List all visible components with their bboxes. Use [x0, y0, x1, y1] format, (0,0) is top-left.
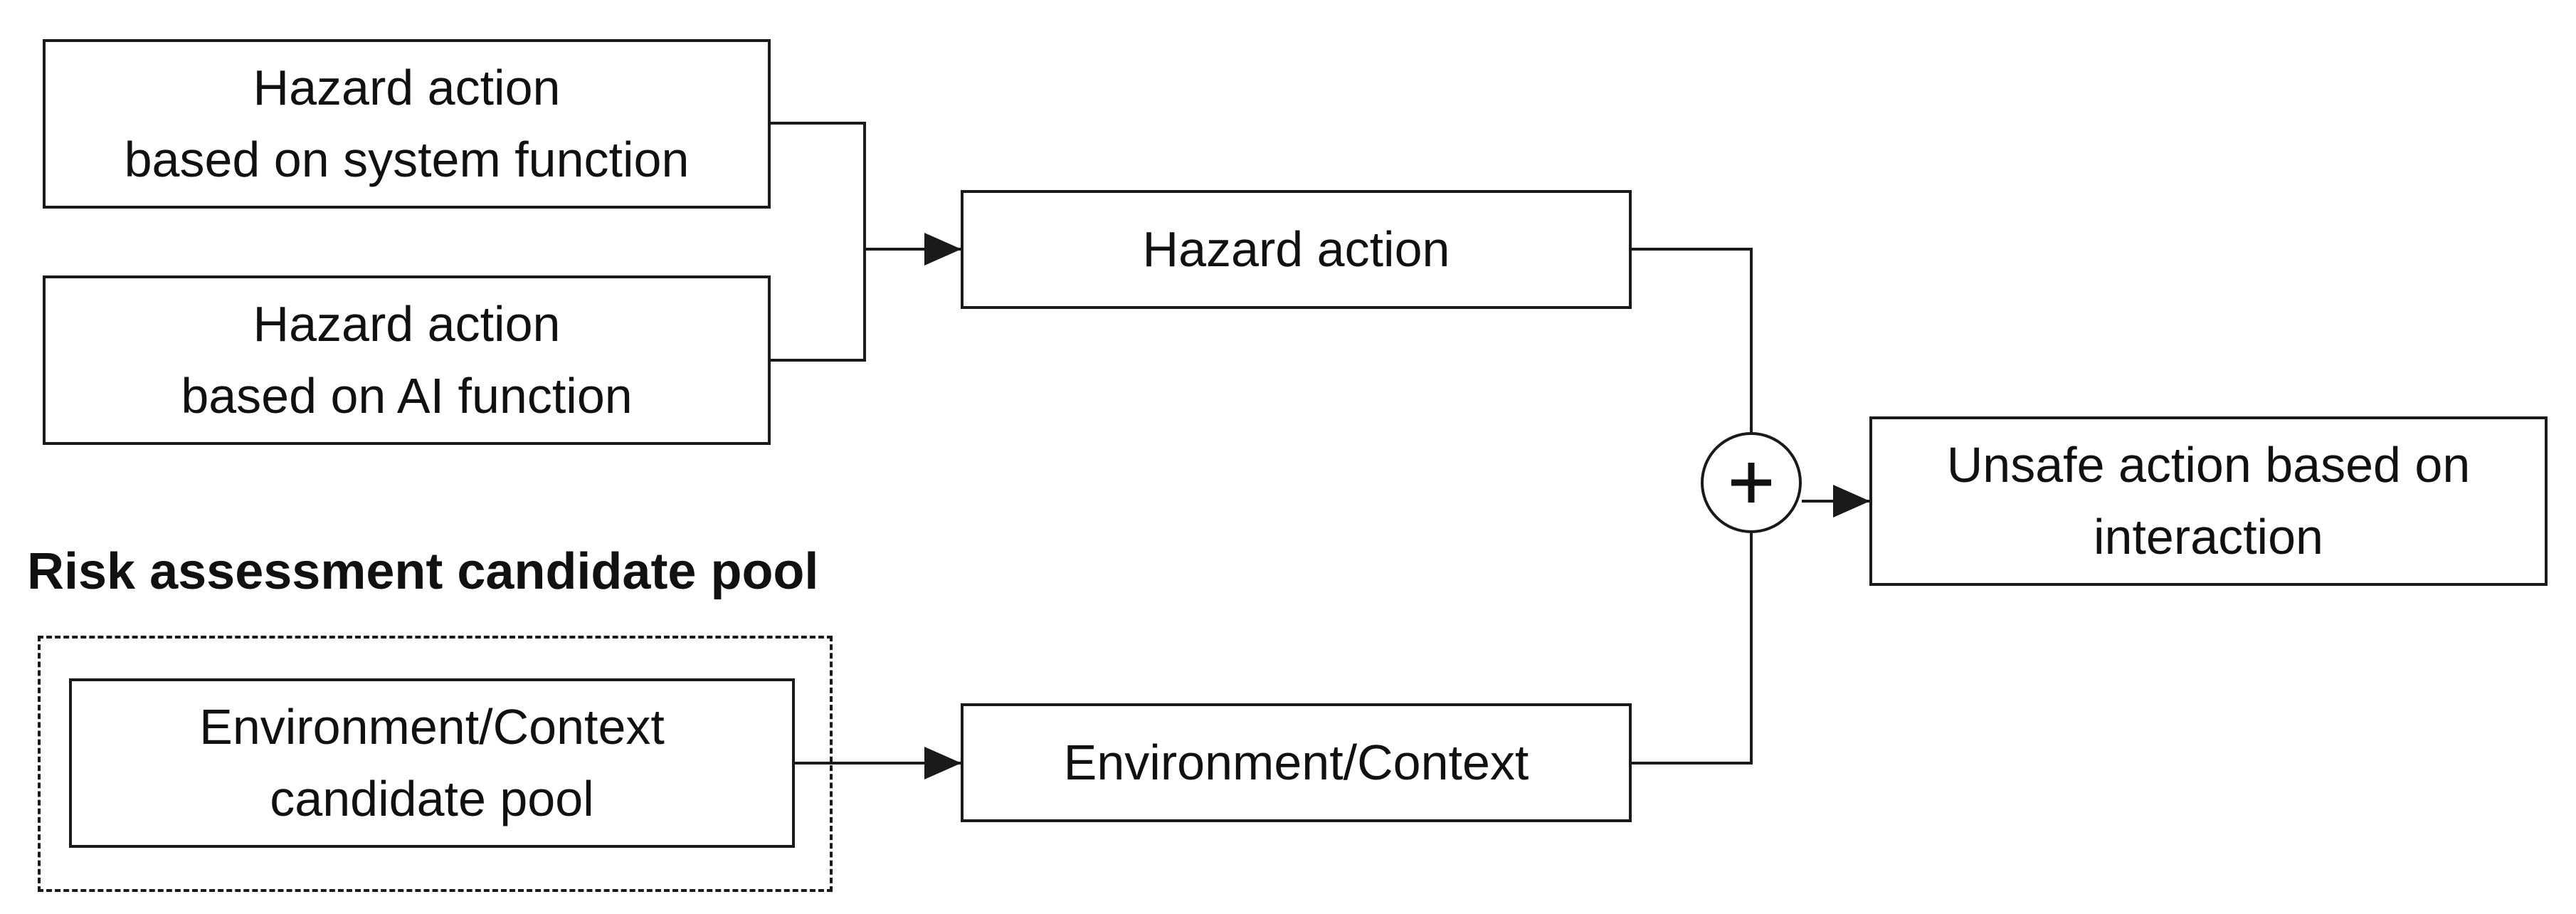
hazard-ai-line2: based on AI function [181, 368, 633, 424]
hazard-system-box: Hazard action based on system function [43, 39, 771, 209]
plus-icon [1731, 463, 1771, 503]
env-context-box: Environment/Context [961, 703, 1632, 822]
hazard-action-label: Hazard action [1142, 221, 1450, 277]
hazard-system-line2: based on system function [124, 132, 690, 187]
combine-node [1701, 432, 1802, 533]
risk-pool-title: Risk assessment candidate pool [27, 543, 819, 600]
connector-hazard-to-combine [1632, 248, 1753, 432]
env-pool-box: Environment/Context candidate pool [69, 678, 795, 848]
hazard-action-box: Hazard action [961, 190, 1632, 309]
connector-env-to-combine [1632, 533, 1753, 765]
unsafe-action-line1: Unsafe action based on [1946, 436, 2471, 493]
connector-hazard-ai [771, 249, 866, 362]
hazard-ai-box: Hazard action based on AI function [43, 275, 771, 445]
unsafe-action-line2: interaction [2094, 509, 2323, 564]
connector-hazard-system [771, 122, 866, 249]
risk-pool-group [38, 636, 833, 892]
hazard-system-line1: Hazard action [253, 59, 561, 115]
hazard-ai-line1: Hazard action [253, 295, 561, 352]
env-context-label: Environment/Context [1063, 734, 1529, 790]
env-pool-line1: Environment/Context [199, 698, 665, 755]
env-pool-line2: candidate pool [270, 771, 594, 826]
unsafe-action-box: Unsafe action based on interaction [1869, 416, 2548, 586]
